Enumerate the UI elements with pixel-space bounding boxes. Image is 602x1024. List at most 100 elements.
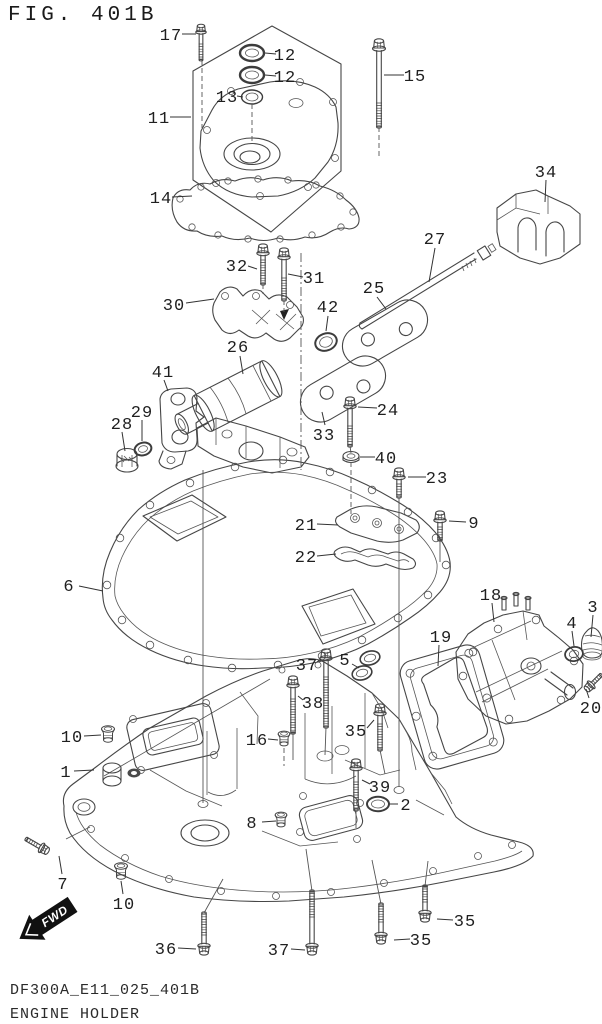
part-18-bracket — [455, 591, 584, 725]
bolt-35a-illustration — [373, 703, 387, 752]
callout-40-20: 40 — [360, 450, 397, 469]
callout-17-0: 17 — [160, 27, 196, 46]
callout-7-41: 7 — [57, 855, 68, 895]
callout-38-33: 38 — [297, 695, 323, 714]
part-4-seal — [564, 646, 584, 662]
callout-number-10: 10 — [61, 729, 83, 748]
callout-14-6: 14 — [150, 190, 193, 209]
part-26-engine-mount — [174, 360, 283, 435]
callout-number-18: 18 — [480, 587, 502, 606]
callout-39-36: 39 — [361, 779, 390, 798]
bolt-31-illustration — [277, 247, 291, 302]
figure-title: FIG. 401B — [8, 4, 158, 27]
callout-number-42: 42 — [317, 299, 339, 318]
bolt-35d-illustration — [418, 884, 432, 923]
callout-24-19: 24 — [357, 402, 399, 421]
callout-number-24: 24 — [377, 402, 399, 421]
callout-19-27: 19 — [430, 629, 451, 667]
callout-number-34: 34 — [535, 164, 557, 183]
callout-37-32: 37 — [296, 657, 322, 676]
callout-5-31: 5 — [339, 652, 360, 671]
bolt-37a-illustration — [319, 648, 333, 729]
callout-16-34: 16 — [246, 732, 279, 751]
callout-11-4: 11 — [148, 110, 191, 129]
callout-number-35: 35 — [410, 932, 432, 951]
callout-number-36: 36 — [155, 941, 177, 960]
callout-number-25: 25 — [363, 280, 385, 299]
callout-8-38: 8 — [246, 815, 277, 834]
part-22-mount-seal — [333, 546, 417, 571]
callout-number-41: 41 — [152, 364, 174, 383]
part-14-cover-gasket — [171, 175, 360, 243]
callout-number-14: 14 — [150, 190, 172, 209]
callout-36-43: 36 — [155, 941, 197, 960]
callout-9-22: 9 — [448, 515, 479, 534]
callout-number-20: 20 — [580, 700, 602, 719]
callout-number-10: 10 — [113, 896, 135, 915]
callout-6-25: 6 — [63, 578, 104, 597]
callout-34-7: 34 — [535, 164, 557, 203]
part-25-plate — [341, 299, 429, 367]
plug-16-illustration — [277, 730, 291, 747]
callout-number-12: 12 — [274, 47, 296, 66]
part-5-o-rings — [351, 650, 381, 681]
part-41-bracket — [158, 387, 205, 470]
callout-number-22: 22 — [295, 549, 317, 568]
callout-12-2: 12 — [264, 69, 296, 88]
bolt-35c-illustration — [374, 902, 388, 945]
callout-number-35: 35 — [345, 723, 367, 742]
bolt-23-illustration — [392, 467, 406, 499]
bolt-15-illustration — [371, 38, 387, 129]
callout-number-32: 32 — [226, 258, 248, 277]
bolt-24-illustration — [343, 396, 357, 448]
callout-number-8: 8 — [246, 815, 257, 834]
bolt-37b-illustration — [305, 889, 319, 956]
part-42-ring — [314, 332, 338, 352]
callout-number-17: 17 — [160, 27, 182, 46]
callout-number-40: 40 — [375, 450, 397, 469]
drawing-code: DF300A_E11_025_401B — [10, 982, 201, 999]
callout-15-5: 15 — [384, 68, 426, 87]
callout-number-12: 12 — [274, 69, 296, 88]
callout-number-13: 13 — [216, 89, 238, 108]
part-21-mount-anchor — [335, 505, 420, 543]
bolt-39-illustration — [349, 758, 363, 812]
bolt-36-illustration — [197, 911, 211, 956]
callout-26-14: 26 — [227, 339, 248, 375]
callout-4-29: 4 — [566, 615, 577, 647]
part-13-seal-ring — [240, 89, 264, 105]
bolt-32-illustration — [256, 243, 270, 286]
callout-number-23: 23 — [426, 470, 448, 489]
callout-35-45: 35 — [393, 932, 432, 951]
callout-number-11: 11 — [148, 110, 170, 129]
callout-number-9: 9 — [468, 515, 479, 534]
callout-18-26: 18 — [480, 587, 502, 623]
fwd-badge: FWD — [19, 896, 78, 940]
callout-number-30: 30 — [163, 297, 185, 316]
part-30-upper-mount-bracket — [212, 286, 304, 342]
callout-number-1: 1 — [60, 764, 71, 783]
callout-number-2: 2 — [400, 797, 411, 816]
callout-number-5: 5 — [339, 652, 350, 671]
part-name-caption: ENGINE HOLDER — [10, 1006, 141, 1023]
callout-13-3: 13 — [216, 89, 244, 108]
plug-8-illustration — [274, 811, 288, 828]
title-block: DF300A_E11_025_401B ENGINE HOLDER — [10, 982, 200, 1023]
part-34-mount-bracket — [496, 189, 581, 265]
callout-30-12: 30 — [163, 297, 215, 316]
callout-number-15: 15 — [404, 68, 426, 87]
callout-29-16: 29 — [131, 404, 152, 441]
callout-1-40: 1 — [60, 764, 95, 783]
callout-25-9: 25 — [363, 280, 387, 310]
callout-number-37: 37 — [296, 657, 318, 676]
callout-10-42: 10 — [113, 880, 135, 915]
part-6-holder-gasket — [101, 455, 451, 673]
construction-lines — [65, 60, 441, 914]
callout-number-28: 28 — [111, 416, 133, 435]
part-29-washer — [133, 441, 153, 457]
callout-number-16: 16 — [246, 732, 268, 751]
callout-number-3: 3 — [587, 599, 598, 618]
callout-21-23: 21 — [295, 517, 339, 536]
